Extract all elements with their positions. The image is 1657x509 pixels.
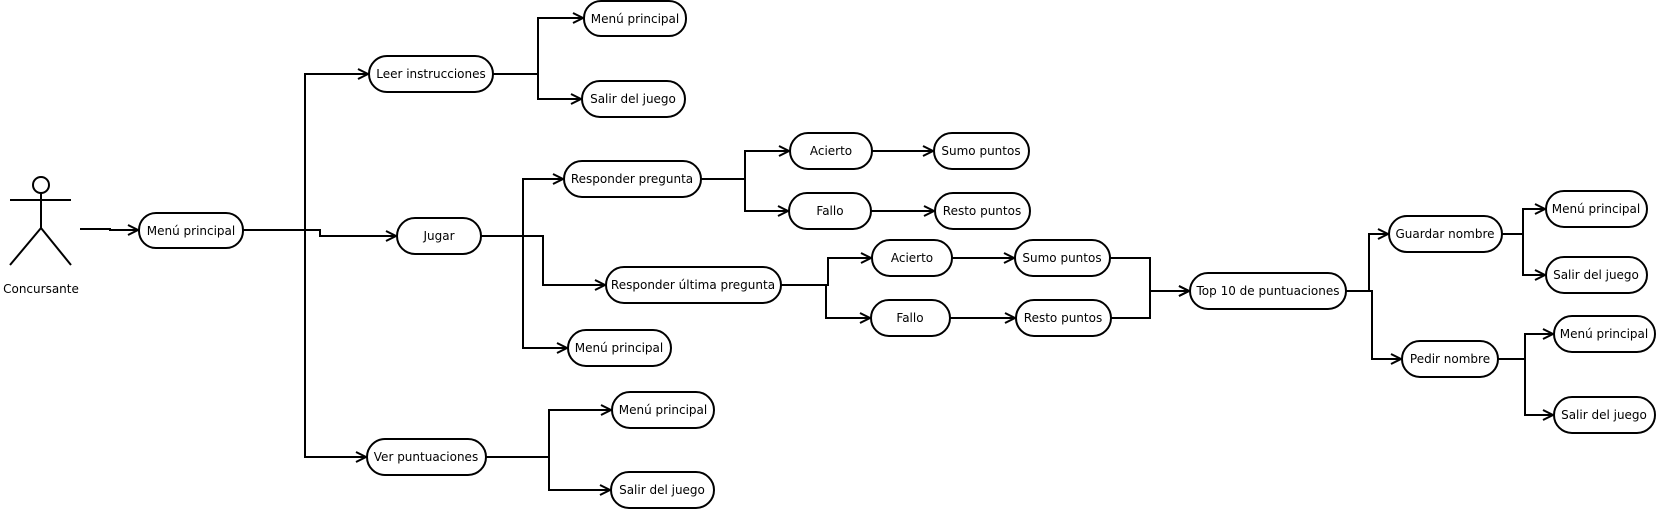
use-case-label: Responder última pregunta (611, 278, 775, 292)
use-case-rp-sumo[interactable]: Sumo puntos (933, 132, 1030, 170)
use-case-label: Pedir nombre (1410, 352, 1490, 366)
use-case-menu-principal[interactable]: Menú principal (138, 212, 244, 249)
edge-jugar-ultima (481, 235, 605, 285)
edge-pedir-menu (1498, 334, 1553, 360)
use-case-top10[interactable]: Top 10 de puntuaciones (1189, 272, 1347, 310)
use-case-ru-resto[interactable]: Resto puntos (1015, 299, 1112, 337)
use-case-label: Salir del juego (619, 483, 705, 497)
edge-ru-fallo (781, 284, 870, 318)
use-case-label: Menú principal (147, 224, 236, 238)
edge-menu-ver (243, 229, 366, 457)
use-case-label: Guardar nombre (1395, 227, 1494, 241)
use-case-label: Jugar (422, 229, 454, 243)
edge-rp-acierto (701, 151, 789, 180)
use-case-label: Ver puntuaciones (374, 450, 478, 464)
use-case-pn-menu-principal[interactable]: Menú principal (1553, 315, 1656, 353)
use-case-label: Responder pregunta (571, 172, 693, 186)
use-case-rp-acierto[interactable]: Acierto (789, 132, 873, 170)
use-case-label: Menú principal (1552, 202, 1641, 216)
use-case-label: Fallo (896, 311, 923, 325)
use-case-label: Resto puntos (943, 204, 1021, 218)
use-case-leer-instrucciones[interactable]: Leer instrucciones (368, 55, 494, 93)
use-case-label: Leer instrucciones (376, 67, 486, 81)
use-case-rp-fallo[interactable]: Fallo (788, 192, 872, 230)
use-case-label: Sumo puntos (1022, 251, 1101, 265)
use-case-vp-salir[interactable]: Salir del juego (610, 471, 715, 509)
use-case-gn-menu-principal[interactable]: Menú principal (1545, 190, 1648, 228)
use-case-responder-ultima[interactable]: Responder última pregunta (605, 266, 782, 304)
use-case-ver-puntuaciones[interactable]: Ver puntuaciones (366, 438, 487, 476)
use-case-rp-resto[interactable]: Resto puntos (934, 192, 1031, 230)
edge-top10-pedir (1346, 290, 1401, 359)
use-case-jugar[interactable]: Jugar (396, 217, 482, 255)
use-case-gn-salir[interactable]: Salir del juego (1545, 256, 1648, 294)
edge-ru-acierto (781, 258, 871, 286)
use-case-label: Resto puntos (1024, 311, 1102, 325)
edge-actor-menu (80, 229, 138, 230)
actor-label: Concursante (3, 282, 79, 296)
edges (80, 18, 1553, 490)
actor-left-leg (9, 227, 42, 266)
edge-jugar-menu (481, 235, 567, 348)
use-case-ru-acierto[interactable]: Acierto (871, 239, 953, 277)
use-case-label: Menú principal (619, 403, 708, 417)
use-case-responder-pregunta[interactable]: Responder pregunta (563, 160, 702, 198)
edge-pedir-salir (1498, 358, 1553, 415)
edge-leer-menu (493, 18, 583, 75)
use-case-guardar-nombre[interactable]: Guardar nombre (1388, 215, 1503, 253)
edge-top10-guardar (1346, 234, 1388, 292)
edge-rp-fallo (701, 178, 788, 211)
use-case-pn-salir[interactable]: Salir del juego (1553, 396, 1656, 434)
edge-jugar-responder (481, 179, 563, 237)
use-case-leer-menu-principal[interactable]: Menú principal (583, 0, 687, 37)
edge-resto-top10 (1111, 291, 1189, 319)
use-case-label: Salir del juego (1553, 268, 1639, 282)
edge-guardar-salir (1502, 233, 1545, 275)
use-case-ru-fallo[interactable]: Fallo (870, 299, 951, 337)
edge-guardar-menu (1502, 209, 1545, 235)
actor-head (32, 176, 50, 194)
use-case-vp-menu-principal[interactable]: Menú principal (611, 391, 715, 429)
edge-sumo-top10 (1110, 257, 1189, 291)
edge-ver-menu (486, 410, 611, 458)
use-case-label: Menú principal (591, 12, 680, 26)
use-case-label: Top 10 de puntuaciones (1196, 284, 1340, 298)
actor-concursante: Concursante (3, 176, 79, 296)
use-case-label: Salir del juego (1561, 408, 1647, 422)
use-case-pedir-nombre[interactable]: Pedir nombre (1401, 340, 1499, 378)
use-case-leer-salir[interactable]: Salir del juego (581, 80, 686, 118)
use-case-ru-sumo[interactable]: Sumo puntos (1014, 239, 1111, 277)
use-case-label: Menú principal (575, 341, 664, 355)
actor-right-leg (40, 227, 72, 266)
use-case-label: Acierto (810, 144, 852, 158)
edge-ver-salir (486, 456, 610, 490)
edge-menu-leer (243, 74, 368, 231)
use-case-label: Acierto (891, 251, 933, 265)
edge-leer-salir (493, 73, 581, 99)
use-case-label: Menú principal (1560, 327, 1649, 341)
use-case-label: Sumo puntos (941, 144, 1020, 158)
use-case-label: Salir del juego (590, 92, 676, 106)
use-case-label: Fallo (816, 204, 843, 218)
use-case-jugar-menu-principal[interactable]: Menú principal (567, 329, 672, 367)
